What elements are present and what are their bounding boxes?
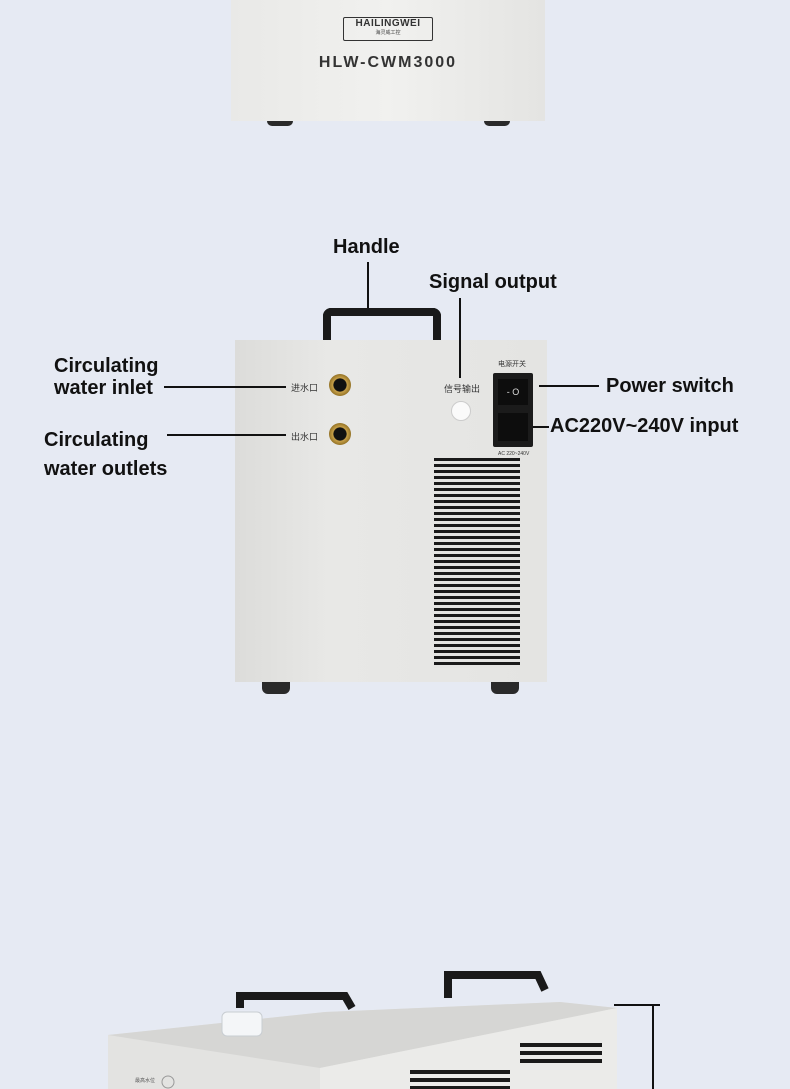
inlet-label-cn: 进水口	[291, 383, 319, 393]
handle	[323, 308, 441, 342]
power-switch: - O	[498, 379, 528, 405]
model-label: HLW-CWM3000	[318, 54, 458, 71]
chiller-side	[320, 1008, 617, 1089]
leader-line	[367, 262, 369, 308]
brand-logo: HAILINGWEI 海灵威工控	[343, 17, 433, 41]
callout-outlet-line2: water outlets	[44, 458, 168, 480]
water-fill-cap	[221, 1011, 263, 1037]
water-level-indicator	[161, 1075, 175, 1089]
power-label-cn: 电源开关	[498, 361, 526, 368]
leader-line	[167, 434, 286, 436]
leader-line	[164, 386, 286, 388]
foot	[267, 121, 293, 126]
callout-ac-input: AC220V~240V input	[550, 415, 739, 437]
chiller-back-view: 进水口 出水口 信号输出 电源开关 - O AC 220~240V	[235, 340, 547, 682]
leader-line	[539, 385, 599, 387]
leader-line	[533, 426, 549, 428]
callout-inlet-line2: water inlet	[54, 377, 153, 399]
ac-socket	[498, 413, 528, 441]
power-panel: - O	[493, 373, 533, 447]
vent-grille	[434, 458, 520, 668]
water-level-label: 最高水位	[135, 1078, 156, 1084]
foot	[491, 682, 519, 694]
signal-connector	[451, 401, 471, 421]
inlet-fitting	[329, 374, 351, 396]
ac-label: AC 220~240V	[498, 451, 530, 457]
handle	[444, 971, 549, 998]
chiller-top	[108, 1002, 617, 1068]
callout-inlet-line1: Circulating	[54, 355, 159, 377]
brand-name-cn: 海灵威工控	[375, 30, 401, 36]
foot	[484, 121, 510, 126]
callout-power-switch: Power switch	[606, 375, 734, 397]
handle	[236, 992, 356, 1011]
chiller-front-view: HAILINGWEI 海灵威工控 HLW-CWM3000	[231, 0, 545, 121]
chiller-perspective-view	[108, 971, 660, 1089]
brand-name: HAILINGWEI	[355, 18, 421, 29]
callout-outlet-line1: Circulating	[44, 429, 149, 451]
foot	[262, 682, 290, 694]
callout-signal-output: Signal output	[429, 271, 557, 293]
callout-handle: Handle	[333, 236, 400, 258]
outlet-fitting	[329, 423, 351, 445]
outlet-label-cn: 出水口	[291, 432, 319, 442]
signal-label-cn: 信号输出	[444, 384, 481, 394]
leader-line	[459, 298, 461, 378]
vent-grille	[410, 1043, 602, 1089]
